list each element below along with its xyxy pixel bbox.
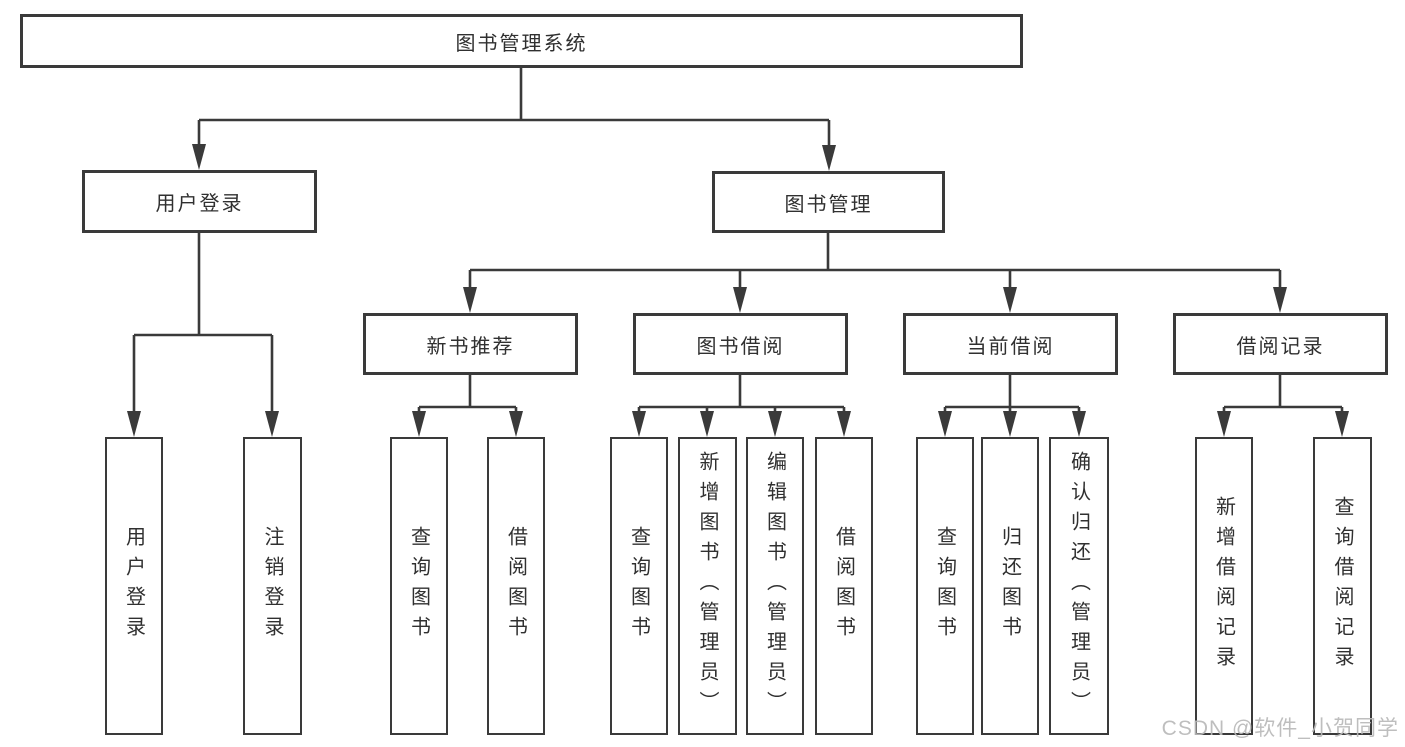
leaf-query-books-2: 查询图书: [610, 437, 668, 735]
leaf-logout: 注销登录: [243, 437, 302, 735]
leaf-label: 归还图书: [998, 526, 1021, 646]
leaf-user-login: 用户登录: [105, 437, 163, 735]
leaf-label: 查询图书: [627, 526, 650, 646]
arrowheads: [127, 144, 1349, 437]
leaf-label: 借阅图书: [832, 526, 855, 646]
leaf-label: 确认归还（管理员）: [1067, 451, 1090, 721]
leaf-borrow-books-2: 借阅图书: [815, 437, 873, 735]
leaf-add-borrow-record: 新增借阅记录: [1195, 437, 1253, 735]
leaf-label: 注销登录: [261, 526, 283, 646]
leaf-query-borrow-record: 查询借阅记录: [1313, 437, 1372, 735]
leaf-label: 用户登录: [122, 526, 145, 646]
leaf-edit-book-admin: 编辑图书（管理员）: [746, 437, 804, 735]
leaf-label: 查询图书: [933, 526, 956, 646]
leaf-label: 新增借阅记录: [1212, 496, 1235, 676]
leaf-confirm-return-admin: 确认归还（管理员）: [1049, 437, 1109, 735]
leaf-label: 查询图书: [407, 526, 430, 646]
leaf-borrow-books-1: 借阅图书: [487, 437, 545, 735]
node-new-book-recommend: 新书推荐: [363, 313, 578, 375]
leaf-return-books: 归还图书: [981, 437, 1039, 735]
leaf-label: 编辑图书（管理员）: [763, 451, 786, 721]
leaf-query-books-3: 查询图书: [916, 437, 974, 735]
node-book-management: 图书管理: [712, 171, 945, 233]
leaf-label: 查询借阅记录: [1331, 496, 1353, 676]
leaf-label: 新增图书（管理员）: [696, 451, 718, 721]
leaf-add-book-admin: 新增图书（管理员）: [678, 437, 737, 735]
node-borrow-records: 借阅记录: [1173, 313, 1388, 375]
leaf-label: 借阅图书: [504, 526, 527, 646]
node-book-borrow: 图书借阅: [633, 313, 848, 375]
node-root: 图书管理系统: [20, 14, 1023, 68]
leaf-query-books-1: 查询图书: [390, 437, 448, 735]
node-current-borrow: 当前借阅: [903, 313, 1118, 375]
node-user-login: 用户登录: [82, 170, 317, 233]
csdn-watermark: CSDN @软件_小贺同学: [1161, 717, 1399, 740]
